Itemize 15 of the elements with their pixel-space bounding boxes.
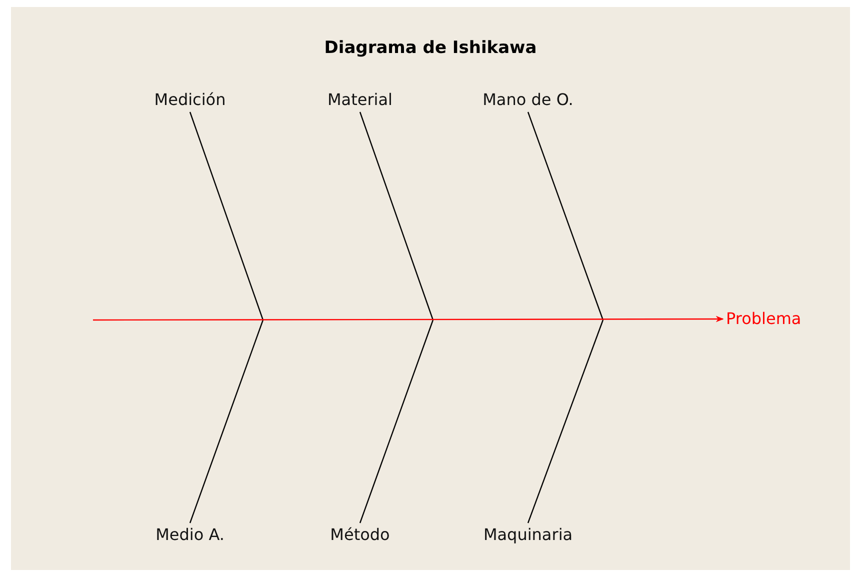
category-label: Maquinaria bbox=[483, 525, 573, 545]
category-label: Material bbox=[328, 90, 392, 110]
bone-line bbox=[527, 320, 604, 524]
bone-line bbox=[359, 320, 434, 524]
bone-line bbox=[359, 112, 434, 320]
bone-line bbox=[527, 112, 604, 320]
category-label: Mano de O. bbox=[482, 90, 574, 110]
diagram-title: Diagrama de Ishikawa bbox=[323, 37, 538, 60]
bone-line bbox=[189, 320, 264, 524]
category-label: Medio A. bbox=[156, 525, 224, 545]
spine-arrow bbox=[93, 316, 724, 322]
bone-line bbox=[189, 112, 264, 320]
effect-label: Problema bbox=[726, 309, 802, 329]
category-label: Medición bbox=[154, 90, 226, 110]
category-label: Método bbox=[330, 525, 390, 545]
